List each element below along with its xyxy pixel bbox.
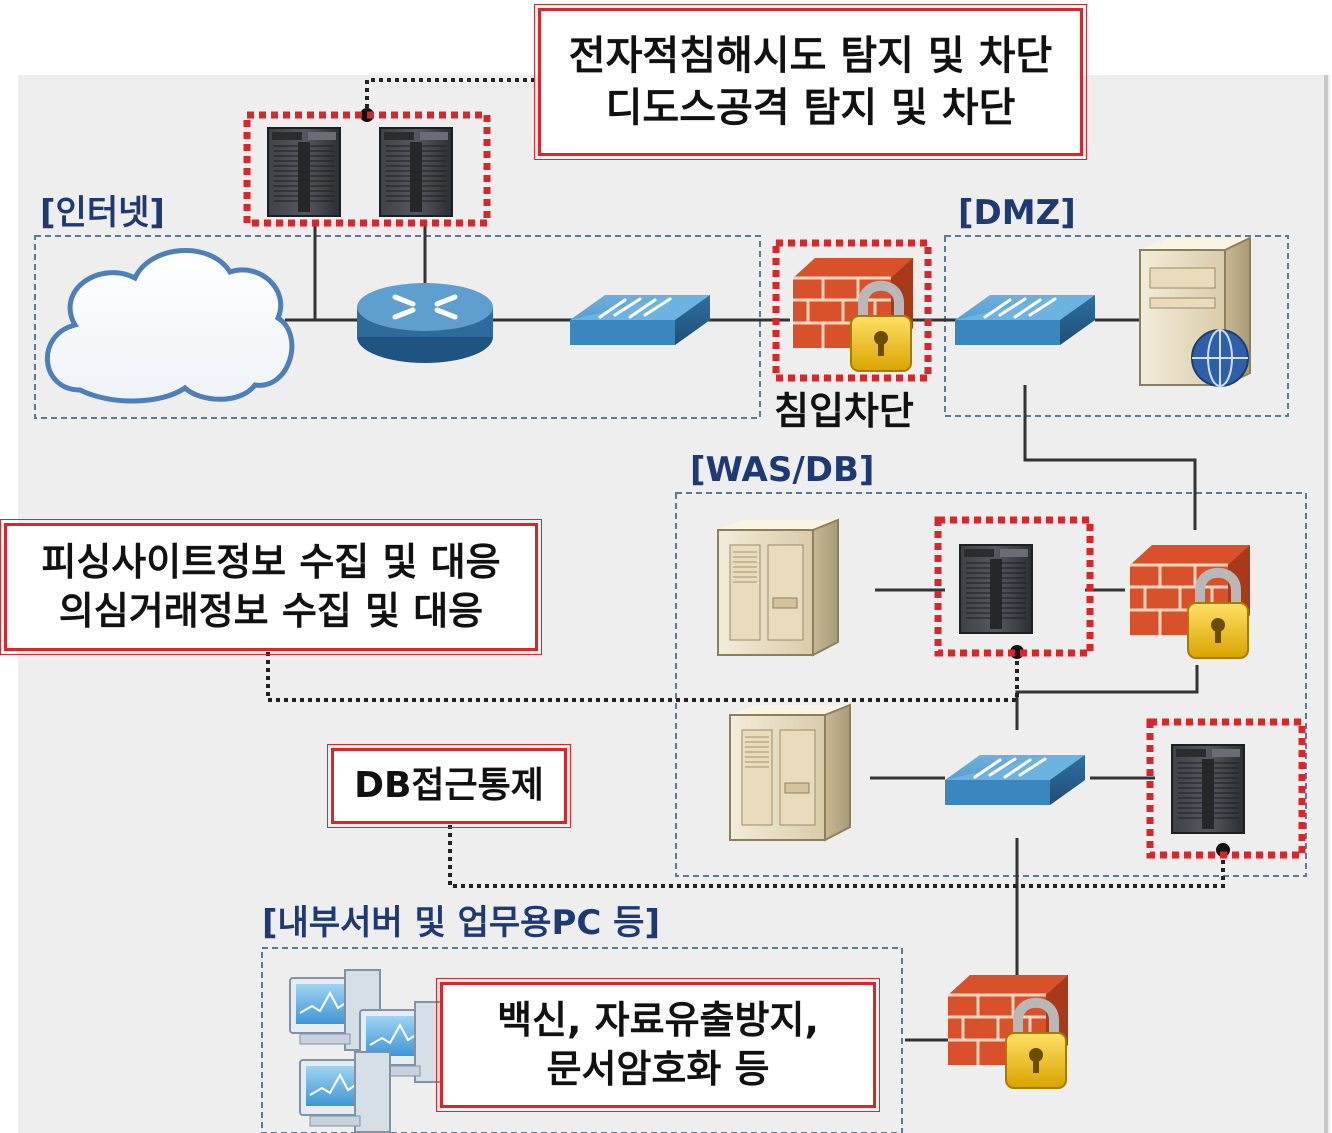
zone-label-was-db: [WAS/DB] bbox=[690, 450, 875, 490]
intrusion-block-label: 침입차단 bbox=[774, 389, 914, 433]
cloud-icon bbox=[45, 248, 295, 404]
callout-line: DB접근통제 bbox=[354, 764, 544, 806]
security-appliance-icon bbox=[1171, 744, 1245, 834]
security-appliance-icon bbox=[267, 127, 341, 217]
callout-db-access: DB접근통제 bbox=[327, 744, 571, 828]
callout-line: 백신, 자료유출방지, bbox=[497, 997, 819, 1042]
callout-intrusion-detection: 전자적침해시도 탐지 및 차단 디도스공격 탐지 및 차단 bbox=[534, 4, 1087, 160]
callout-line: 전자적침해시도 탐지 및 차단 bbox=[568, 33, 1053, 79]
router-icon bbox=[357, 283, 493, 363]
tower-server-icon bbox=[729, 703, 851, 842]
zone-internet-box bbox=[34, 235, 761, 419]
callout-line: 문서암호화 등 bbox=[546, 1047, 770, 1091]
zone-label-internet: [인터넷] bbox=[40, 193, 165, 233]
callout-phishing: 피싱사이트정보 수집 및 대응 의심거래정보 수집 및 대응 bbox=[0, 519, 542, 655]
callout-line: 의심거래정보 수집 및 대응 bbox=[58, 589, 484, 633]
zone-internal-box bbox=[261, 947, 903, 1133]
security-appliance-icon bbox=[959, 544, 1033, 634]
zone-was-db-box bbox=[675, 492, 1307, 877]
callout-line: 피싱사이트정보 수집 및 대응 bbox=[41, 539, 501, 584]
firewall-icon bbox=[1130, 545, 1250, 659]
callout-line: 디도스공격 탐지 및 차단 bbox=[605, 85, 1016, 131]
callout-endpoint: 백신, 자료유출방지, 문서암호화 등 bbox=[436, 978, 880, 1112]
firewall-icon bbox=[948, 975, 1068, 1089]
callout-connectors bbox=[266, 78, 1225, 888]
network-links bbox=[285, 222, 1199, 1042]
zone-label-internal: [내부서버 및 업무용PC 등] bbox=[262, 903, 660, 943]
web-server-icon bbox=[1139, 236, 1251, 387]
security-appliance-icon bbox=[379, 127, 453, 217]
desktop-pc-icon bbox=[299, 1051, 391, 1133]
tower-server-icon bbox=[717, 518, 839, 657]
zone-dmz-box bbox=[944, 235, 1289, 417]
highlight-boxes bbox=[243, 111, 1306, 859]
zone-label-dmz: [DMZ] bbox=[958, 193, 1076, 233]
firewall-icon bbox=[793, 258, 913, 372]
